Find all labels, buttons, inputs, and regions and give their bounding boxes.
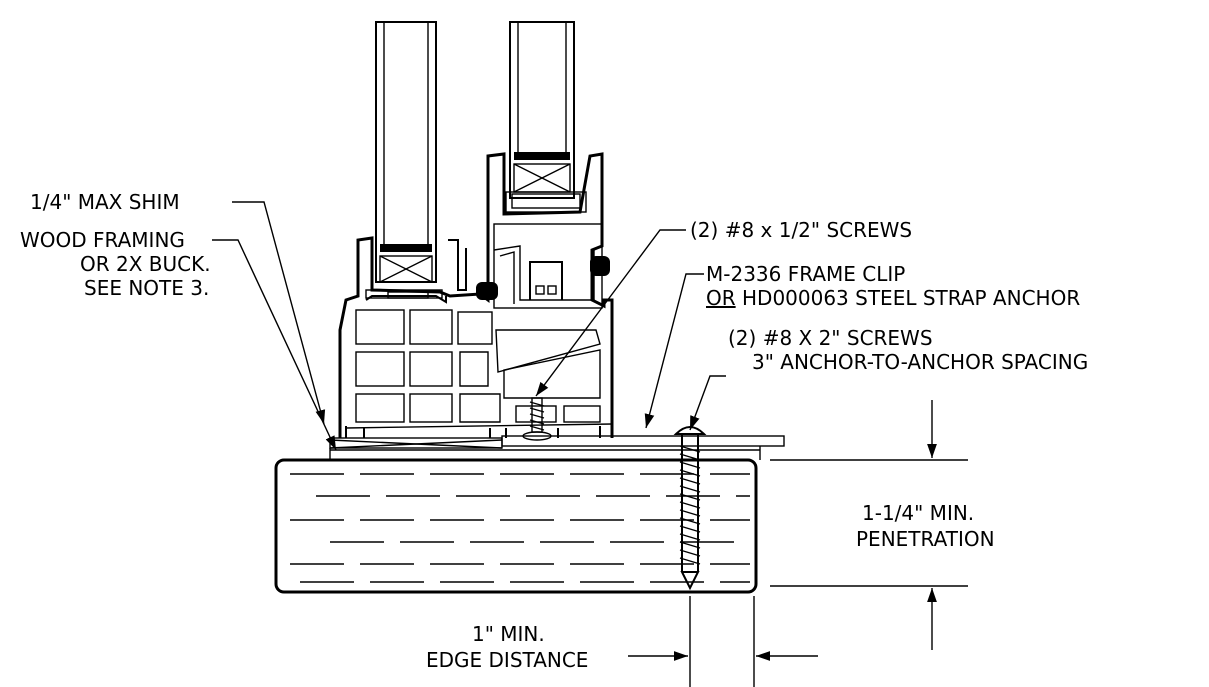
- long-screws-label: (2) #8 X 2" SCREWS: [728, 326, 933, 350]
- edge-label-line2: EDGE DISTANCE: [426, 648, 588, 672]
- penetration-label-line1: 1-1/4" MIN.: [862, 501, 974, 525]
- frame-clip-strap: HD000063 STEEL STRAP ANCHOR: [736, 286, 1081, 310]
- glass-pane-right: [509, 21, 575, 199]
- frame-clip-label-line2: OR HD000063 STEEL STRAP ANCHOR: [706, 286, 1080, 310]
- penetration-dimension: [770, 400, 968, 650]
- edge-distance-dimension: [628, 596, 818, 687]
- frame-clip-or: OR: [706, 286, 736, 310]
- framing-label-line3: SEE NOTE 3.: [84, 276, 209, 300]
- edge-label-line1: 1" MIN.: [472, 622, 545, 646]
- framing-label-line2: OR 2X BUCK.: [80, 252, 211, 276]
- frame-clip-label-line1: M-2336 FRAME CLIP: [706, 262, 905, 286]
- vinyl-frame-profile: [338, 152, 614, 441]
- glass-pane-left: [375, 21, 437, 283]
- shim-and-frame-clip: [329, 435, 785, 460]
- long-anchor-screw: [673, 426, 707, 591]
- framing-label-line1: WOOD FRAMING: [20, 228, 185, 252]
- small-screws-label: (2) #8 x 1/2" SCREWS: [690, 218, 912, 242]
- shim-label: 1/4" MAX SHIM: [30, 190, 180, 214]
- leader-lines: [212, 201, 726, 451]
- penetration-label-line2: PENETRATION: [856, 527, 995, 551]
- anchor-spacing-label: 3" ANCHOR-TO-ANCHOR SPACING: [752, 350, 1088, 374]
